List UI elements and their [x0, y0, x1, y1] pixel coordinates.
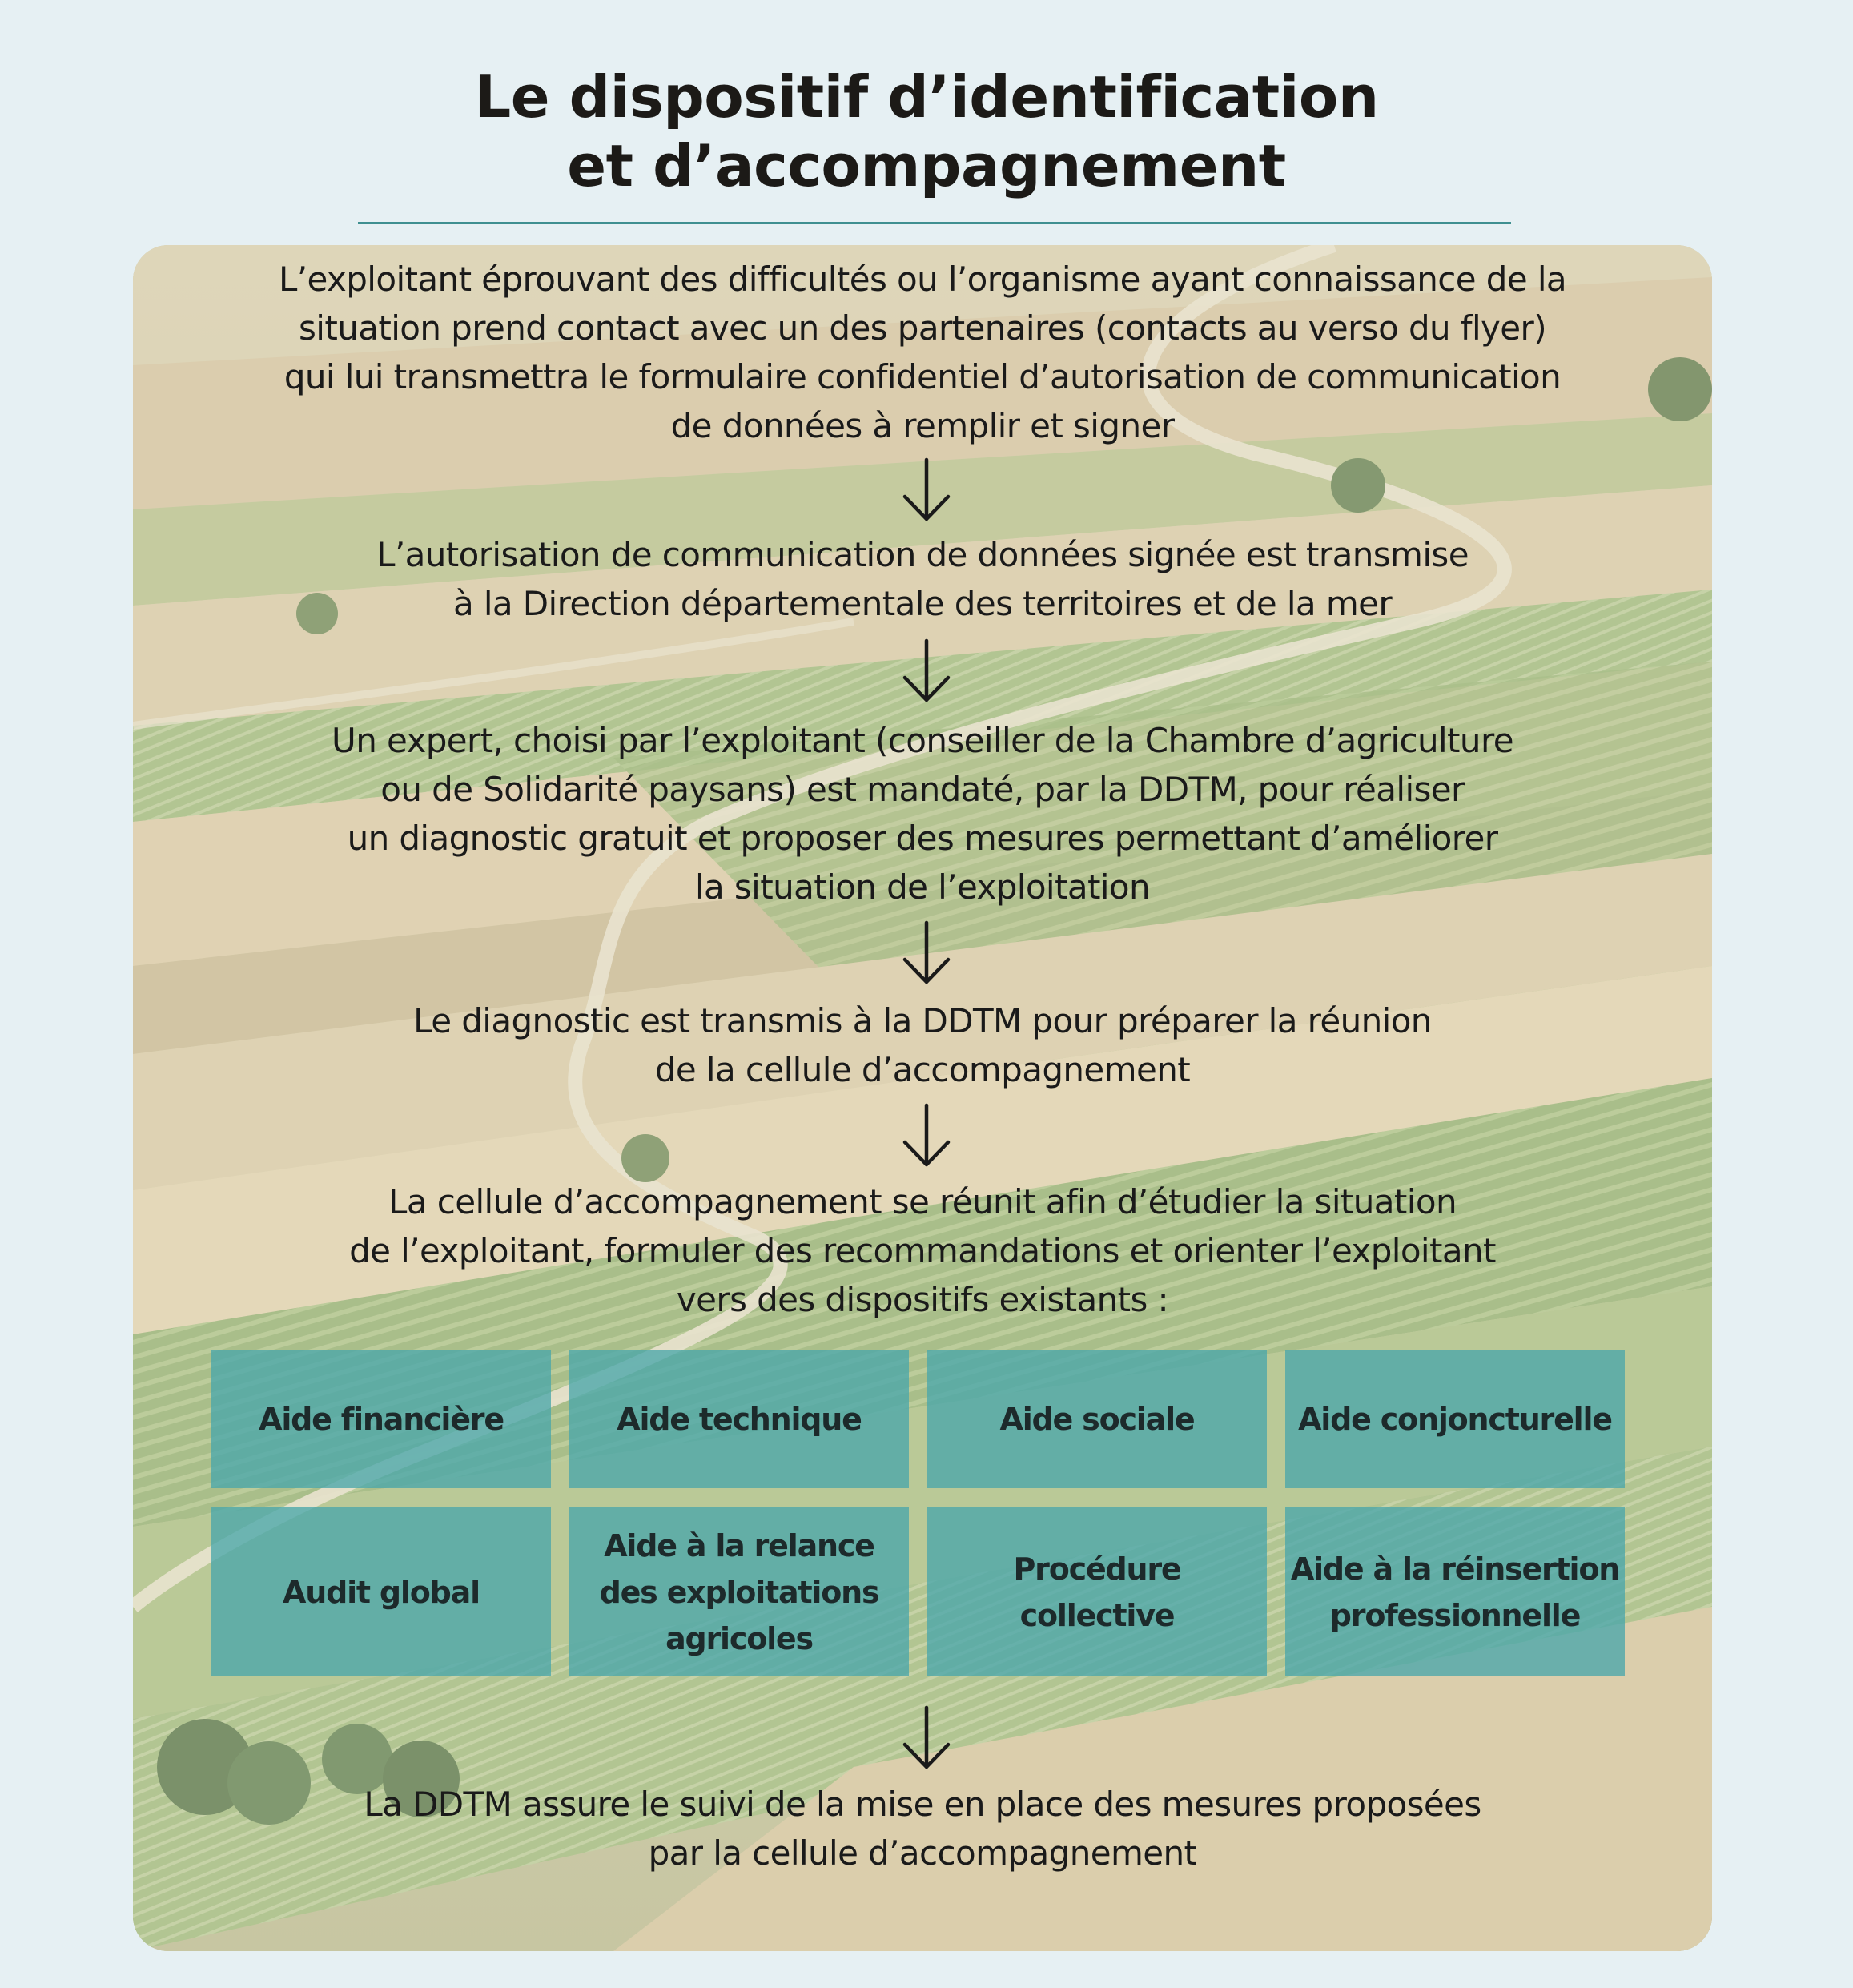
dispositif-aide-reinsertion: Aide à la réinsertion professionnelle	[1285, 1507, 1625, 1676]
step-1-line-4: de données à remplir et signer	[133, 401, 1712, 450]
arrow-down-icon	[898, 638, 955, 705]
dispositif-label-line-3: agricoles	[665, 1616, 813, 1662]
dispositif-aide-sociale: Aide sociale	[927, 1350, 1267, 1488]
step-1-line-2: situation prend contact avec un des part…	[133, 304, 1712, 352]
step-3-line-2: ou de Solidarité paysans) est mandaté, p…	[133, 765, 1712, 814]
step-4-line-1: Le diagnostic est transmis à la DDTM pou…	[133, 996, 1712, 1045]
step-2-line-2: à la Direction départementale des territ…	[133, 579, 1712, 628]
step-6-text: La DDTM assure le suivi de la mise en pl…	[133, 1780, 1712, 1877]
step-5-line-1: La cellule d’accompagnement se réunit af…	[133, 1177, 1712, 1226]
dispositif-label: Audit global	[283, 1569, 480, 1616]
dispositif-procedure-collective: Procédure collective	[927, 1507, 1267, 1676]
step-1-line-1: L’exploitant éprouvant des difficultés o…	[133, 255, 1712, 304]
step-5-line-3: vers des dispositifs existants :	[133, 1275, 1712, 1324]
dispositif-label-line-1: Procédure	[1014, 1546, 1181, 1592]
dispositif-aide-financiere: Aide financière	[211, 1350, 551, 1488]
step-3-line-3: un diagnostic gratuit et proposer des me…	[133, 814, 1712, 863]
title-divider	[358, 222, 1511, 224]
dispositif-label-line-2: des exploitations	[600, 1569, 879, 1616]
page-title-line-1: Le dispositif d’identification	[0, 62, 1853, 131]
dispositif-aide-conjoncturelle: Aide conjoncturelle	[1285, 1350, 1625, 1488]
dispositif-label: Aide sociale	[1000, 1396, 1195, 1443]
step-3-text: Un expert, choisi par l’exploitant (cons…	[133, 716, 1712, 912]
step-4-line-2: de la cellule d’accompagnement	[133, 1045, 1712, 1094]
dispositif-label: Aide technique	[617, 1396, 861, 1443]
dispositif-label: Aide conjoncturelle	[1298, 1396, 1612, 1443]
step-6-line-2: par la cellule d’accompagnement	[133, 1829, 1712, 1877]
step-6-line-1: La DDTM assure le suivi de la mise en pl…	[133, 1780, 1712, 1829]
step-3-line-4: la situation de l’exploitation	[133, 863, 1712, 912]
dispositif-label-line-1: Aide à la réinsertion	[1291, 1546, 1619, 1592]
step-5-text: La cellule d’accompagnement se réunit af…	[133, 1177, 1712, 1324]
dispositif-aide-relance: Aide à la relance des exploitations agri…	[569, 1507, 909, 1676]
arrow-down-icon	[898, 457, 955, 524]
page-title: Le dispositif d’identification et d’acco…	[0, 62, 1853, 200]
step-2-text: L’autorisation de communication de donné…	[133, 530, 1712, 628]
dispositif-label-line-2: collective	[1020, 1592, 1175, 1639]
arrow-down-icon	[898, 920, 955, 987]
dispositif-audit-global: Audit global	[211, 1507, 551, 1676]
dispositif-aide-technique: Aide technique	[569, 1350, 909, 1488]
step-3-line-1: Un expert, choisi par l’exploitant (cons…	[133, 716, 1712, 765]
dispositif-label-line-1: Aide à la relance	[604, 1523, 874, 1569]
step-4-text: Le diagnostic est transmis à la DDTM pou…	[133, 996, 1712, 1094]
step-1-line-3: qui lui transmettra le formulaire confid…	[133, 352, 1712, 401]
step-5-line-2: de l’exploitant, formuler des recommanda…	[133, 1226, 1712, 1275]
dispositif-label-line-2: professionnelle	[1330, 1592, 1580, 1639]
flowchart-panel: L’exploitant éprouvant des difficultés o…	[133, 245, 1712, 1951]
page-title-line-2: et d’accompagnement	[0, 131, 1853, 200]
step-1-text: L’exploitant éprouvant des difficultés o…	[133, 255, 1712, 450]
step-2-line-1: L’autorisation de communication de donné…	[133, 530, 1712, 579]
arrow-down-icon	[898, 1704, 955, 1772]
dispositif-label: Aide financière	[259, 1396, 504, 1443]
arrow-down-icon	[898, 1102, 955, 1169]
